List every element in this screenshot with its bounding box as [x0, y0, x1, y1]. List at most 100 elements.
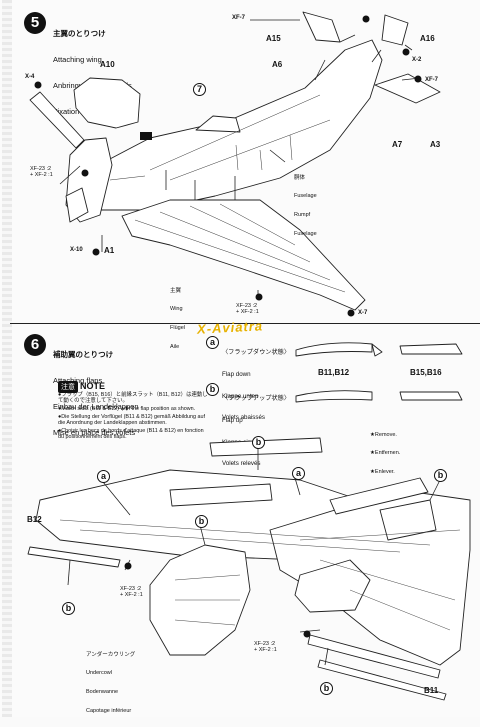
undercowl-jp: アンダーカウリング [86, 651, 136, 658]
canopy [195, 115, 241, 133]
paint-dot-step6 [124, 562, 132, 570]
step-5-badge: 5 [24, 12, 46, 34]
label-a1: A1 [104, 246, 115, 255]
undercowl-fr: Capotage inférieur [86, 708, 132, 715]
wing-label: 主翼 Wing Flügel Aile [170, 275, 185, 363]
wing-fr: Aile [170, 344, 180, 351]
fuselage-de: Rumpf [294, 212, 311, 219]
circle-b-bottom: b [320, 682, 333, 695]
part-x4 [29, 91, 85, 149]
label-slats-right: B15,B16 [410, 368, 442, 377]
undercowl-en: Undercowl [86, 670, 112, 677]
callout-7: 7 [193, 83, 206, 96]
circle-b-center: b [195, 515, 208, 528]
step-5-title-en: Attaching wing [53, 54, 102, 64]
label-a10: A10 [100, 60, 115, 69]
flap-down-fr: Volets abaissés [222, 414, 265, 422]
label-a6: A6 [272, 60, 283, 69]
wing-jp: 主翼 [170, 287, 182, 294]
flap-up-profile-right [399, 391, 463, 401]
paint-xf23-bottom-line2: + XF-2 :1 [236, 309, 259, 316]
paint-dot-x7 [347, 309, 355, 317]
fuselage-jp: 胴体 [294, 174, 306, 181]
cockpit-part [140, 132, 152, 140]
note-item-en: ●Match slats (B11 & B12) with the flap p… [58, 405, 196, 412]
paint-xf23-step6-right-line1: XF-23 :2 [254, 641, 276, 647]
label-x10: X-10 [70, 247, 83, 253]
circle-a-left: a [97, 470, 110, 483]
undercowl-label: アンダーカウリング Undercowl Bodenwanne Capotage … [86, 639, 135, 727]
circle-a-center: a [292, 467, 305, 480]
circle-b-top: b [252, 436, 265, 449]
flap-b-right [379, 499, 437, 541]
binding-edge [2, 0, 12, 717]
note-item-de: ●Die Stellung der Vorflügel (B11 & B12) … [58, 413, 205, 426]
fuselage-label: 胴体 Fuselage Rumpf Fuselage [294, 162, 317, 250]
label-x4: X-4 [25, 74, 35, 80]
note-list: ●フラップ（B15, B16）と前縁スラット（B11, B12）は連動して動くの… [58, 392, 208, 441]
elevator-part [374, 73, 441, 104]
remove-note: ★Remove. ★Entfernen. ★Enlever. [370, 419, 400, 488]
cowling-a10 [73, 77, 141, 129]
flap-down-profile [295, 342, 373, 357]
note-badge: 注意 [58, 381, 78, 393]
section-divider [10, 323, 480, 324]
paint-dot-x10 [92, 248, 100, 256]
remove-de: ★Entfernen. [370, 450, 401, 457]
paint-xf23-left-line2: + XF-2 :1 [30, 172, 53, 179]
wing-en: Wing [170, 306, 183, 313]
slat-b11-b [317, 659, 447, 701]
label-b11: B11 [424, 686, 439, 695]
flap-up-profile [295, 390, 373, 403]
wing-de: Flügel [170, 325, 185, 332]
paint-dot-step6-right [303, 630, 311, 638]
flap-down-mark: a [206, 336, 219, 349]
step-6-title-jp: 補助翼のとりつけ [53, 350, 114, 360]
center-section [294, 559, 371, 613]
flap-up-mark: b [206, 383, 219, 396]
main-wing [121, 199, 366, 311]
flap-down-legend: 〈フラップダウン状態〉 Flap down Klappe unten Volet… [222, 335, 290, 436]
note-item-fr: ●Choisir les becs de bords d'attaque (B1… [58, 427, 204, 440]
paint-xf23-bottom-line1: XF-23 :2 [236, 303, 258, 309]
flap-a-left [169, 483, 273, 507]
flap-up-en: Flap up [222, 417, 243, 425]
flap-up-jp: 〈フラップアップ状態〉 [222, 395, 291, 403]
paint-xf23-left-line1: XF-23 :2 [30, 166, 52, 172]
step-6-title: 補助翼のとりつけ Attaching flaps Einbau der Land… [53, 334, 139, 454]
step-5-title-jp: 主翼のとりつけ [53, 29, 106, 39]
fuselage [94, 39, 383, 211]
fuselage-fr: Fuselage [294, 231, 317, 238]
flap-a-right [329, 477, 429, 515]
paint-dot-x4 [34, 81, 42, 89]
flap-down-jp: 〈フラップダウン状態〉 [222, 349, 291, 357]
flap-down-de: Klappe unten [222, 392, 259, 400]
paint-xf23-step6-right-line2: + XF-2 :1 [254, 647, 277, 654]
spinner [65, 187, 89, 223]
paint-xf23-left: XF-23 :2+ XF-2 :1 [30, 166, 53, 179]
circle-b-left: b [62, 602, 75, 615]
fuselage-en: Fuselage [294, 193, 317, 200]
note-word: NOTE [80, 381, 106, 391]
paint-xf23-bottom: XF-23 :2+ XF-2 :1 [236, 303, 259, 316]
paint-dot-xf23-bottom [255, 293, 263, 301]
right-stabilizer [381, 14, 409, 46]
remove-en: ★Remove. [370, 431, 397, 438]
label-b12: B12 [27, 515, 42, 524]
flap-up-fr: Volets relevés [222, 460, 261, 468]
step-6-badge: 6 [24, 334, 46, 356]
paint-dot-xf7 [362, 15, 370, 23]
circle-b-right: b [434, 469, 447, 482]
flap-top-b [209, 437, 323, 457]
label-x7: X-7 [358, 310, 368, 316]
flap-down-en: Flap down [222, 371, 251, 379]
paint-dot-xf23 [81, 169, 89, 177]
label-slats-left: B11,B12 [318, 368, 350, 377]
paint-xf23-step6-line2: + XF-2 :1 [120, 592, 143, 599]
paint-xf23-step6-line1: XF-23 :2 [120, 586, 142, 592]
label-x2: X-2 [412, 57, 422, 63]
